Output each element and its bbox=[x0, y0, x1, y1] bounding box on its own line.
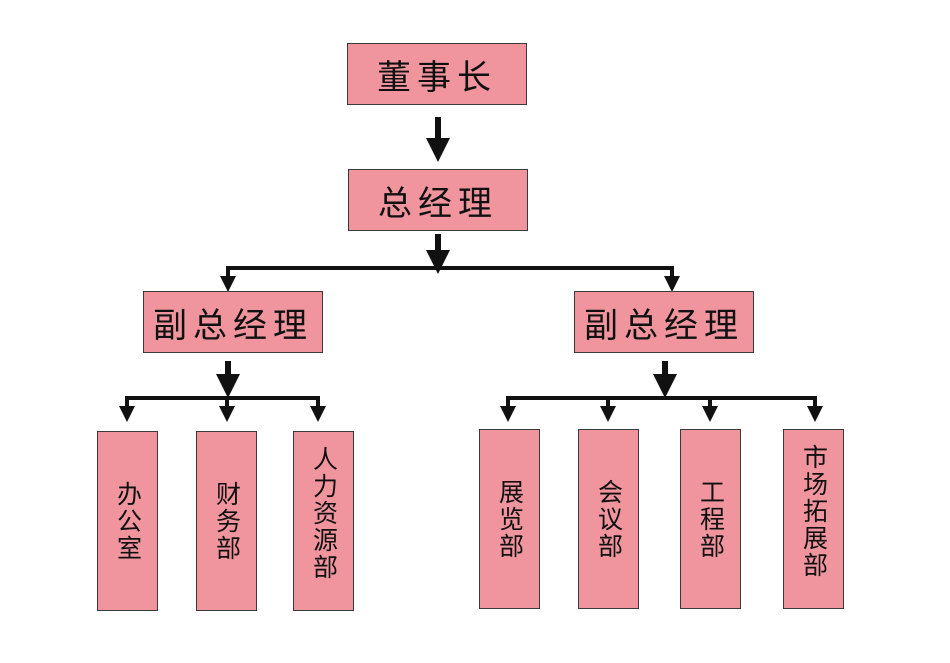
deputy-gm-right-label: 副总经理 bbox=[584, 305, 744, 346]
chairman-box: 董事长 bbox=[347, 43, 527, 105]
gm-branch-bar bbox=[226, 266, 674, 283]
dept-finance-box: 财务部 bbox=[196, 431, 257, 611]
dept-hr-box: 人力资源部 bbox=[293, 431, 354, 611]
dept-conference-box: 会议部 bbox=[578, 429, 639, 609]
dept-conference-label: 会议部 bbox=[594, 478, 624, 560]
general-manager-label: 总经理 bbox=[378, 183, 498, 224]
dept-finance-label: 财务部 bbox=[212, 480, 242, 562]
dept-marketing-box: 市场拓展部 bbox=[783, 429, 844, 609]
general-manager-box: 总经理 bbox=[348, 169, 528, 231]
dept-office-box: 办公室 bbox=[97, 431, 158, 611]
dept-engineering-box: 工程部 bbox=[680, 429, 741, 609]
dept-marketing-label: 市场拓展部 bbox=[799, 444, 829, 579]
dept-hr-label: 人力资源部 bbox=[309, 446, 339, 581]
deputy-gm-right-box: 副总经理 bbox=[574, 291, 754, 353]
right-branch-bar bbox=[506, 396, 817, 412]
left-branch-bar bbox=[125, 396, 320, 412]
dept-engineering-label: 工程部 bbox=[696, 478, 726, 560]
deputy-gm-left-label: 副总经理 bbox=[153, 305, 313, 346]
deputy-gm-left-box: 副总经理 bbox=[143, 291, 323, 353]
dept-exhibition-label: 展览部 bbox=[495, 478, 525, 560]
chairman-label: 董事长 bbox=[377, 57, 497, 98]
dept-office-label: 办公室 bbox=[113, 480, 143, 562]
dept-exhibition-box: 展览部 bbox=[479, 429, 540, 609]
